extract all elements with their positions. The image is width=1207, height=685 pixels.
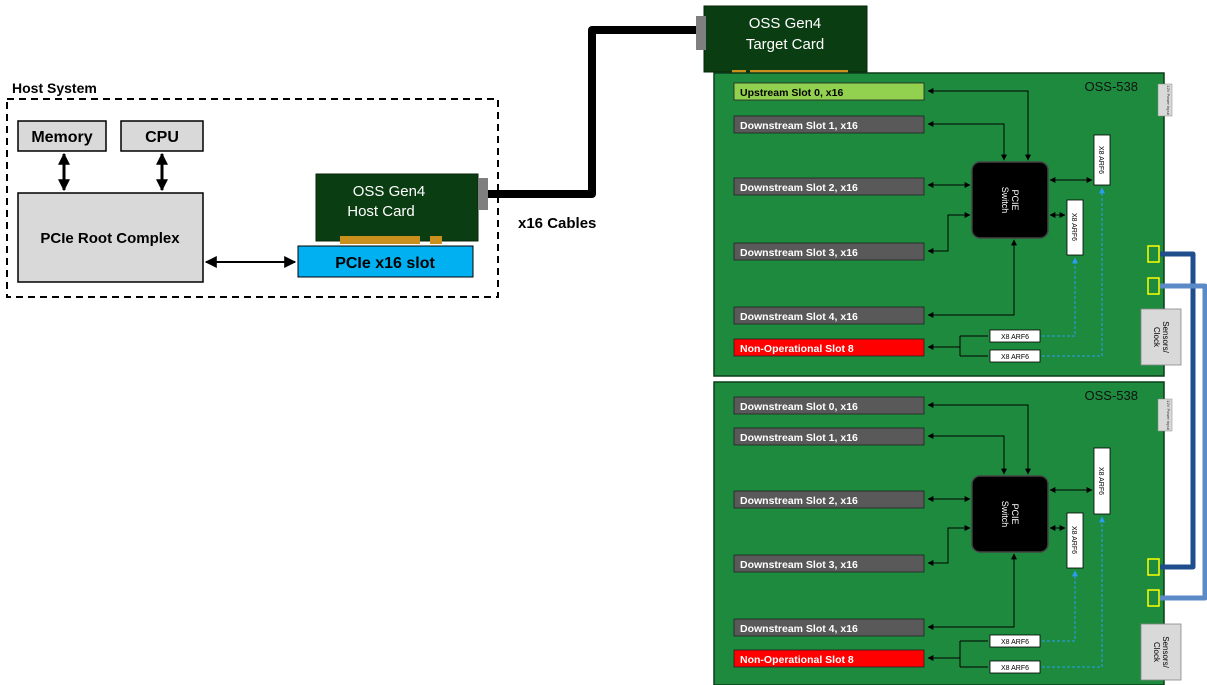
chassis-2-slot-4 (733, 618, 925, 637)
memory-label: Memory (31, 129, 92, 146)
chassis-2-board (713, 381, 1165, 685)
chassis-1-arf-horizontal-1-label: X8 ARF6 (1001, 334, 1029, 341)
chassis-2-slot-8 (733, 649, 925, 668)
chassis-2-switch-line2: Switch (1000, 501, 1010, 528)
chassis-1-connector-1 (1147, 245, 1160, 263)
chassis-2: OSS-538 12V Power Input Downstream Slot … (713, 381, 1182, 685)
chassis-2-arf-horizontal-2-label: X8 ARF6 (1001, 665, 1029, 672)
chassis-2-name: OSS-538 (1085, 388, 1138, 403)
chassis-2-links (927, 402, 1093, 668)
chassis-2-arf-vertical-1-label: X8 ARF6 (1097, 467, 1104, 495)
target-card-line1: OSS Gen4 (749, 15, 822, 32)
pcie-slot-label: PCIe x16 slot (335, 255, 435, 272)
chassis-1-blue-links (1042, 187, 1105, 357)
chassis-1-slot-1-label: Downstream Slot 1, x16 (740, 120, 858, 132)
chassis-1-arf-vertical-2 (1066, 199, 1084, 256)
chassis-1-arf-vertical-1 (1093, 134, 1111, 186)
chassis-2-slot-0-label: Downstream Slot 0, x16 (740, 401, 858, 413)
cpu-box (120, 120, 204, 152)
chassis-1-connector-2 (1147, 277, 1160, 295)
chassis-2-blue-links (1042, 516, 1105, 668)
chassis-1-sensors-line2: Clock (1152, 327, 1161, 348)
chassis-2-switch-line1: PCIE (1010, 503, 1020, 524)
host-card (315, 173, 479, 242)
target-card-connector (696, 16, 706, 50)
cables-label: x16 Cables (518, 215, 596, 232)
chassis-2-arf-horizontal-1-label: X8 ARF6 (1001, 639, 1029, 646)
chassis-2-arf-horizontal-2 (989, 660, 1041, 674)
chassis-1-sensors-line1: Sensors/ (1161, 321, 1170, 353)
chassis-2-slot-8-label: Non-Operational Slot 8 (740, 654, 854, 666)
host-system-title: Host System (12, 80, 97, 96)
chassis-2-slot-4-label: Downstream Slot 4, x16 (740, 623, 858, 635)
chassis-1-slot-1 (733, 115, 925, 134)
host-card-fingers-2 (430, 236, 442, 244)
pcie-x16-slot (297, 245, 474, 278)
chassis-1-slot-0-label: Upstream Slot 0, x16 (740, 87, 843, 99)
chassis-1-slot-8 (733, 338, 925, 357)
chassis-2-arf-vertical-2 (1066, 512, 1084, 569)
chassis-1-slot-3-label: Downstream Slot 3, x16 (740, 247, 858, 259)
chassis-2-connector-1 (1147, 558, 1160, 576)
chassis-2-arf-vertical-2-label: X8 ARF6 (1070, 526, 1077, 554)
chassis-2-slot-0 (733, 396, 925, 415)
chassis-2-slot-3-label: Downstream Slot 3, x16 (740, 559, 858, 571)
host-card-connector (478, 178, 488, 210)
chassis-1-power-input (1157, 83, 1173, 117)
chassis-1-slot-8-label: Non-Operational Slot 8 (740, 343, 854, 355)
chassis-1: OSS-538 12V Power Input Upstream Slot 0,… (713, 72, 1182, 377)
chassis-2-power-input (1157, 398, 1173, 432)
chassis-1-slot-4-label: Downstream Slot 4, x16 (740, 311, 858, 323)
chassis-2-arf-vertical-1 (1093, 447, 1111, 515)
chassis-2-pcie-switch (971, 475, 1049, 553)
chassis-2-arf-horizontal-1 (989, 634, 1041, 648)
chassis-1-slot-3 (733, 242, 925, 261)
root-complex-label: PCIe Root Complex (40, 230, 180, 247)
chassis-1-arf-vertical-2-label: X8 ARF6 (1070, 213, 1077, 241)
chassis-1-slot-2 (733, 177, 925, 196)
chassis-1-power-label: 12V Power Input (1166, 85, 1171, 115)
chassis-1-arf-vertical-1-label: X8 ARF6 (1097, 146, 1104, 174)
chassis-2-slot-2-label: Downstream Slot 2, x16 (740, 495, 858, 507)
root-complex-box (17, 192, 204, 283)
x16-cable (488, 26, 696, 198)
chassis-2-slot-2 (733, 490, 925, 509)
chassis-1-arf-horizontal-2 (989, 349, 1041, 363)
chassis-1-slot-4 (733, 306, 925, 325)
chassis-1-switch-line2: Switch (1000, 187, 1010, 214)
host-card-fingers-1 (340, 236, 420, 244)
chassis-2-sensors-line1: Sensors/ (1161, 636, 1170, 668)
chassis-1-name: OSS-538 (1085, 79, 1138, 94)
chassis-1-arf-horizontal-2-label: X8 ARF6 (1001, 354, 1029, 361)
cpu-label: CPU (145, 129, 179, 146)
chassis-2-slot-1-label: Downstream Slot 1, x16 (740, 432, 858, 444)
memory-box (17, 120, 107, 152)
chassis-1-arf-horizontal-1 (989, 329, 1041, 343)
chassis-2-sensors-clock (1140, 623, 1182, 681)
chassis-1-slot-2-label: Downstream Slot 2, x16 (740, 182, 858, 194)
chassis-1-links (927, 88, 1093, 357)
chassis-2-connector-2 (1147, 589, 1160, 607)
chassis-1-pcie-switch (971, 161, 1049, 239)
target-card-line2: Target Card (746, 36, 824, 53)
host-card-line2: Host Card (347, 203, 415, 220)
chassis-2-slot-1 (733, 427, 925, 446)
chassis-2-sensors-line2: Clock (1152, 642, 1161, 663)
chassis-1-switch-line1: PCIE (1010, 189, 1020, 210)
chassis-link-cable-light (1160, 283, 1207, 601)
chassis-2-slot-3 (733, 554, 925, 573)
chassis-1-sensors-clock (1140, 308, 1182, 366)
chassis-link-cable-dark (1160, 251, 1196, 570)
chassis-1-slot-0 (733, 82, 925, 101)
chassis-2-power-label: 12V Power Input (1166, 400, 1171, 430)
host-card-line1: OSS Gen4 (353, 183, 426, 200)
